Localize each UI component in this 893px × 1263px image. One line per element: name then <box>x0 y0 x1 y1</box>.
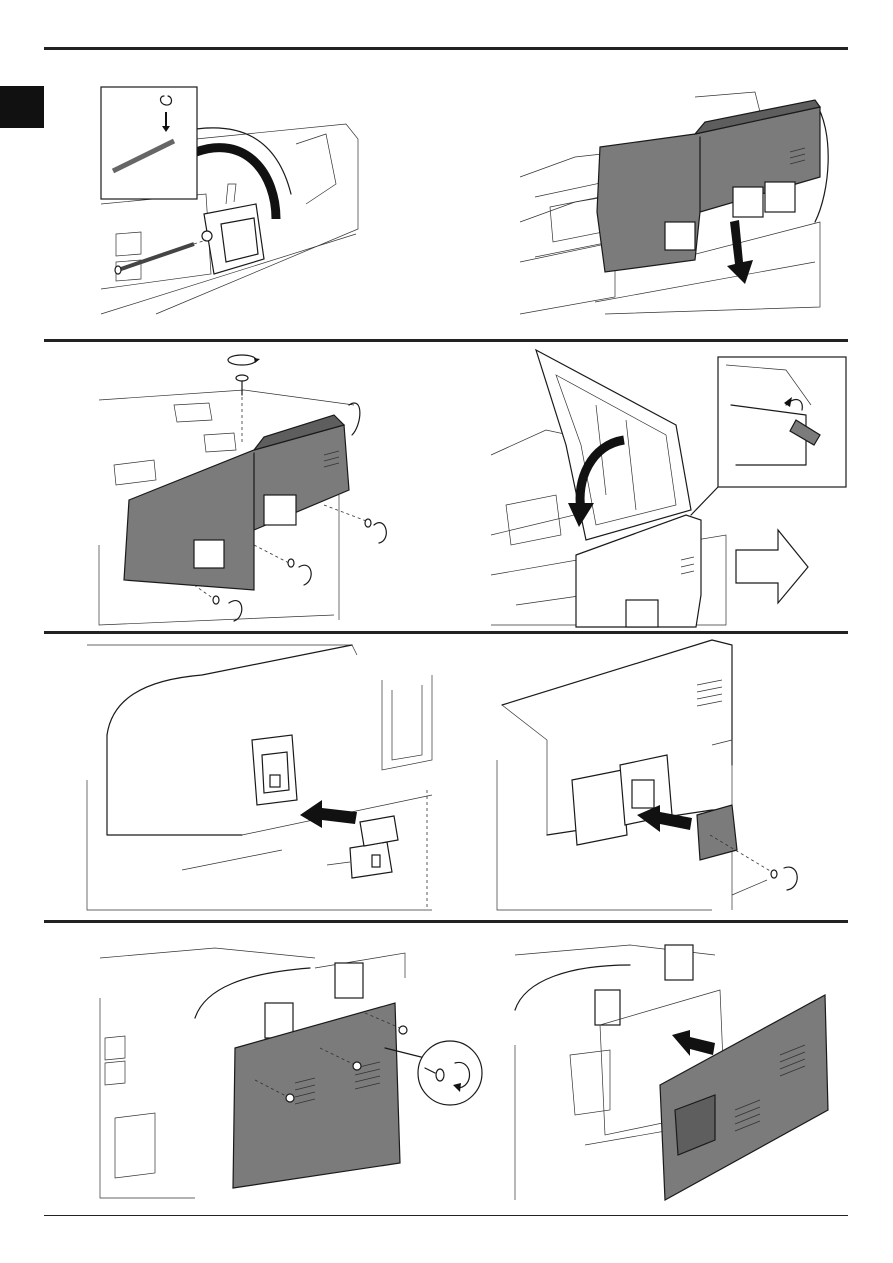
bracket-icon <box>697 805 737 860</box>
row-divider-2 <box>44 631 848 634</box>
figure-1-pin-insertion <box>96 84 361 324</box>
top-rule <box>44 47 848 50</box>
magnifier-icon <box>385 1041 482 1105</box>
bracket-icon <box>572 755 672 845</box>
bracket-icon <box>350 816 398 878</box>
figure-5-bracket-install <box>82 640 442 915</box>
detail-inset-icon <box>691 357 846 515</box>
screw-icon <box>236 375 248 445</box>
rear-panel-icon <box>660 995 828 1200</box>
cover-unit-icon <box>124 415 349 590</box>
row-divider-1 <box>44 339 848 342</box>
figure-6-bracket-screw <box>492 640 842 915</box>
figure-7-rear-panel-screws <box>95 948 487 1203</box>
down-arrow-icon <box>727 220 753 284</box>
bracket-icon <box>252 735 297 805</box>
pin-icon <box>115 240 206 274</box>
remove-arrow-icon <box>672 1030 715 1056</box>
next-step-arrow-icon <box>736 530 808 603</box>
push-arrow-icon <box>300 800 357 828</box>
row-divider-3 <box>44 920 848 923</box>
cover-unit-icon <box>597 100 820 272</box>
figure-2-cover-install <box>515 92 835 317</box>
leader-line <box>327 862 350 865</box>
bottom-rule <box>44 1215 848 1216</box>
detail-inset-icon <box>101 87 197 199</box>
rear-panel-icon <box>233 1003 400 1188</box>
figure-8-remove-panel <box>510 935 835 1210</box>
section-tab-marker <box>0 86 44 128</box>
rotate-icon <box>228 355 260 365</box>
figure-3-screw-cover <box>94 345 414 630</box>
figure-4-close-lid <box>486 345 848 630</box>
hinge-bracket-icon <box>202 184 264 274</box>
